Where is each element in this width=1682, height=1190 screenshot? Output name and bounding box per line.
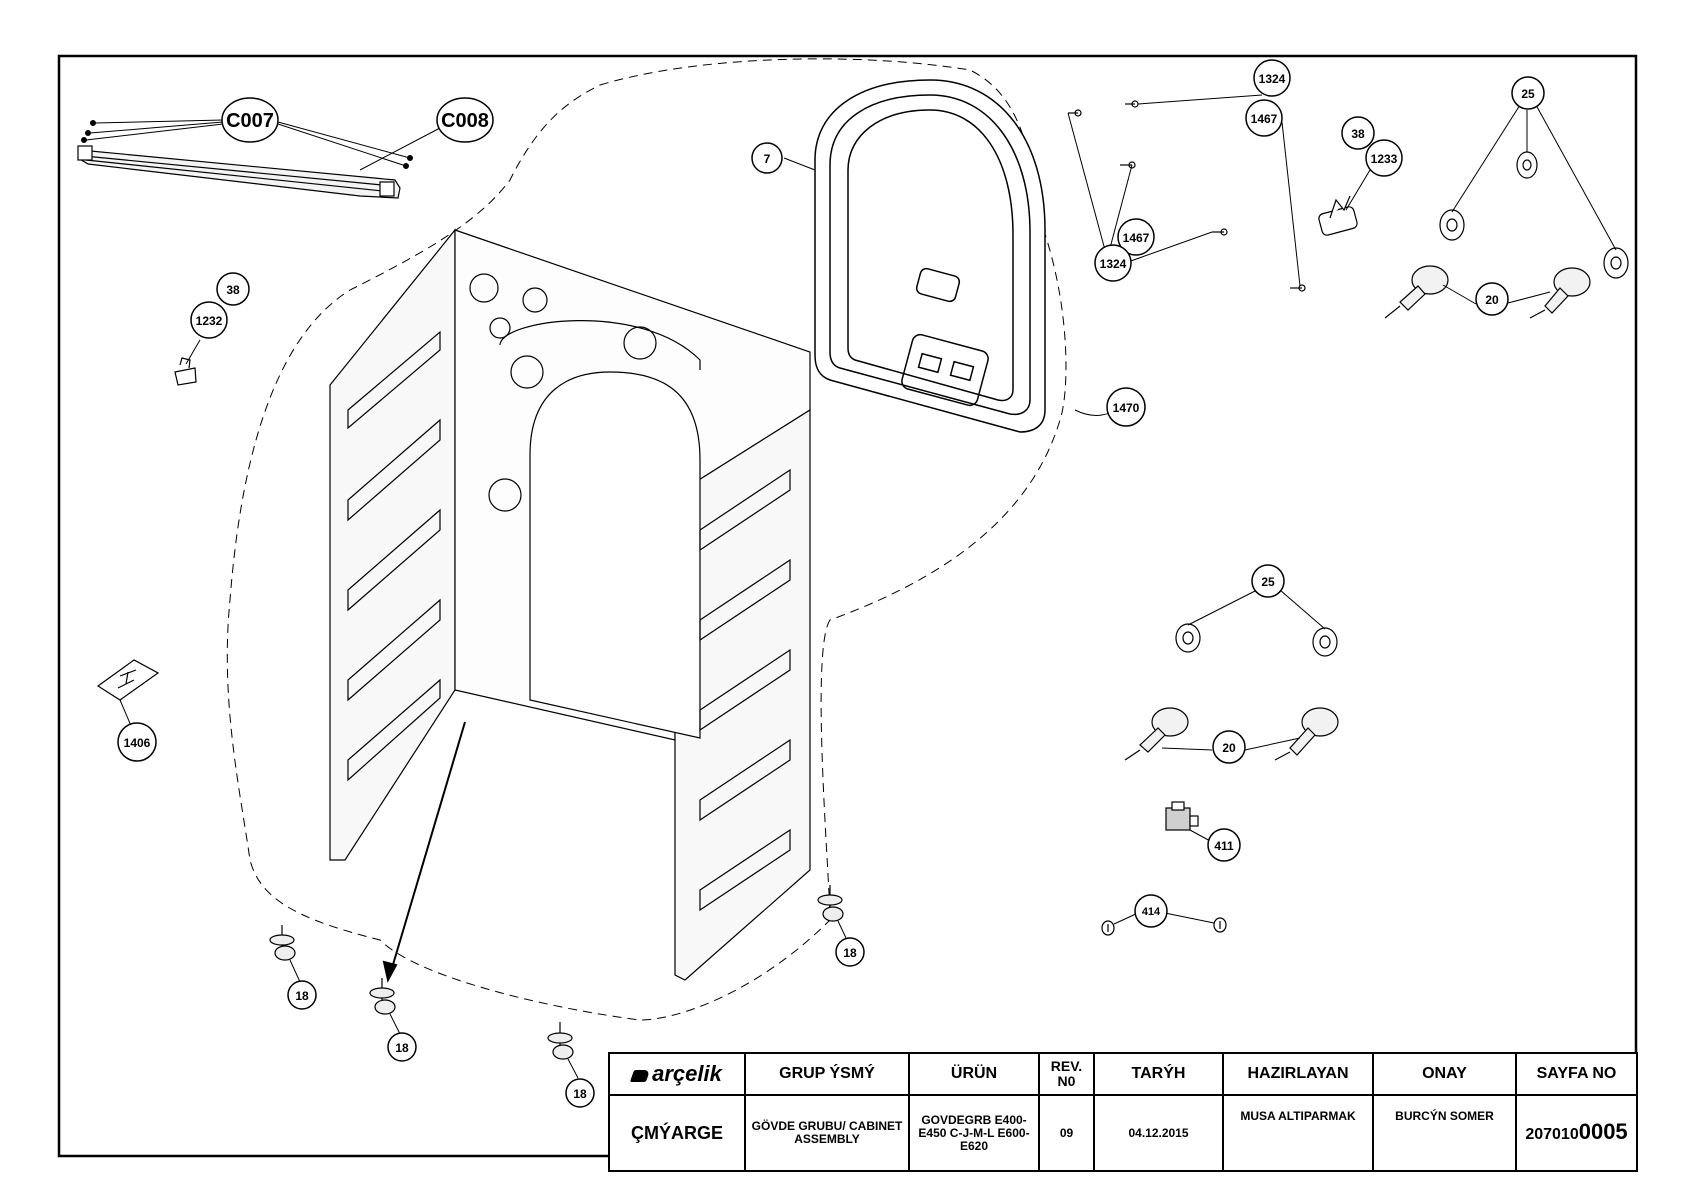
callout-411: 411 — [1207, 828, 1241, 862]
callout-c008: C008 — [436, 97, 494, 143]
page-no-prefix: 207010 — [1525, 1126, 1579, 1143]
callout-18-c: 18 — [565, 1078, 595, 1108]
rev-value: 09 — [1038, 1094, 1095, 1172]
leader-1233 — [1345, 169, 1371, 211]
shock-absorber-icons-mid — [1124, 707, 1339, 761]
leader-lines-414 — [1113, 912, 1215, 925]
callout-c007: C007 — [221, 97, 279, 143]
callout-1324-mid: 1324 — [1094, 244, 1132, 282]
callout-label-c008: C008 — [441, 110, 489, 132]
callout-label-1467-top: 1467 — [1251, 112, 1278, 126]
connector-part-411 — [1165, 801, 1199, 831]
page-no-suffix: 0005 — [1578, 1119, 1628, 1144]
callout-label-1467-mid: 1467 — [1123, 231, 1150, 245]
callout-1467-top: 1467 — [1245, 99, 1283, 137]
callout-25-mid: 25 — [1251, 564, 1285, 598]
callout-label-1324-top: 1324 — [1259, 72, 1286, 86]
company-name: arçelik — [652, 1061, 722, 1086]
cabinet-frame — [329, 228, 811, 981]
callout-label-18-a: 18 — [295, 989, 309, 1003]
leader-1406 — [119, 699, 133, 729]
door-frame — [814, 79, 1046, 433]
damper-pad-icons-top — [1439, 151, 1629, 279]
callout-label-7: 7 — [764, 152, 771, 166]
logo-mark-icon — [629, 1070, 651, 1082]
callout-1406: 1406 — [117, 722, 157, 762]
leader-7 — [783, 157, 816, 171]
callout-1324-top: 1324 — [1253, 59, 1291, 97]
callout-label-18-b: 18 — [395, 1041, 409, 1055]
adjustable-foot-icons — [269, 885, 844, 1060]
clip-part-1233 — [1318, 195, 1358, 236]
callout-label-20-top: 20 — [1485, 293, 1499, 307]
callout-1470: 1470 — [1106, 387, 1146, 427]
shock-absorber-icons-top — [1384, 265, 1591, 319]
callout-18-d: 18 — [835, 937, 865, 967]
company-logo: arçelik — [608, 1052, 746, 1096]
header-product: ÜRÜN — [908, 1052, 1040, 1096]
leader-1232 — [185, 339, 201, 365]
leader-lines-c007-c008 — [85, 119, 441, 171]
header-date: TARÝH — [1093, 1052, 1224, 1096]
callout-label-25-mid: 25 — [1261, 575, 1275, 589]
callout-label-25-top: 25 — [1521, 87, 1535, 101]
callout-1467-mid: 1467 — [1117, 218, 1155, 256]
callout-label-414: 414 — [1142, 906, 1161, 918]
callout-38-left: 38 — [216, 272, 250, 306]
header-page-no: SAYFA NO — [1515, 1052, 1638, 1096]
leader-lines-25-top — [1451, 104, 1617, 251]
header-rev: REV. N0 — [1038, 1052, 1095, 1096]
callout-label-20-mid: 20 — [1222, 741, 1236, 755]
callout-label-c007: C007 — [226, 110, 274, 132]
callout-18-a: 18 — [287, 980, 317, 1010]
title-block: arçelik GRUP ÝSMÝ ÜRÜN REV. N0 TARÝH HAZ… — [608, 1052, 1638, 1172]
label-plate-1406 — [96, 659, 160, 701]
damper-pad-icons-mid — [1175, 623, 1338, 657]
callout-7: 7 — [751, 142, 783, 174]
callout-1233: 1233 — [1365, 139, 1403, 177]
header-approval: ONAY — [1372, 1052, 1517, 1096]
date-value: 04.12.2015 — [1093, 1094, 1224, 1172]
page-no-value: 2070100005 — [1515, 1094, 1638, 1172]
header-prepared-by: HAZIRLAYAN — [1222, 1052, 1374, 1096]
callout-25-top: 25 — [1511, 76, 1545, 110]
callout-38-right: 38 — [1341, 116, 1375, 150]
callout-label-1470: 1470 — [1113, 401, 1140, 415]
leader-lines-18 — [289, 920, 847, 1079]
prepared-by-value: MUSA ALTIPARMAK — [1222, 1094, 1374, 1172]
cap-icons-414 — [1101, 917, 1227, 936]
leader-lines-20-mid — [1161, 737, 1301, 751]
callout-label-1324-mid: 1324 — [1100, 257, 1127, 271]
callout-18-b: 18 — [387, 1032, 417, 1062]
leader-lines-25-mid — [1187, 589, 1326, 630]
callout-label-1406: 1406 — [124, 736, 151, 750]
header-group-name: GRUP ÝSMÝ — [744, 1052, 910, 1096]
callout-20-mid: 20 — [1212, 730, 1246, 764]
clip-part-1232 — [174, 357, 197, 386]
callout-label-18-c: 18 — [573, 1087, 587, 1101]
callout-label-1232: 1232 — [196, 314, 223, 328]
product-value: GOVDEGRB E400-E450 C-J-M-L E600-E620 — [908, 1094, 1040, 1172]
callout-label-38-right: 38 — [1351, 127, 1365, 141]
callout-label-18-d: 18 — [843, 946, 857, 960]
screw-icons-1324 — [1068, 100, 1306, 292]
callout-label-38-left: 38 — [226, 283, 240, 297]
arrow-leader — [382, 721, 466, 983]
leader-lines-20-top — [1442, 284, 1551, 305]
approval-value: BURCÝN SOMER — [1372, 1094, 1517, 1172]
leader-lines-1324-1467 — [1067, 94, 1301, 287]
callout-414: 414 — [1134, 894, 1168, 928]
department-value: ÇMÝARGE — [608, 1094, 746, 1172]
callout-label-1233: 1233 — [1371, 152, 1398, 166]
top-rail-bracket — [77, 145, 401, 199]
callout-label-411: 411 — [1214, 839, 1234, 853]
group-name-value: GÖVDE GRUBU/ CABINET ASSEMBLY — [744, 1094, 910, 1172]
callout-20-top: 20 — [1475, 282, 1509, 316]
callout-1232: 1232 — [190, 301, 228, 339]
